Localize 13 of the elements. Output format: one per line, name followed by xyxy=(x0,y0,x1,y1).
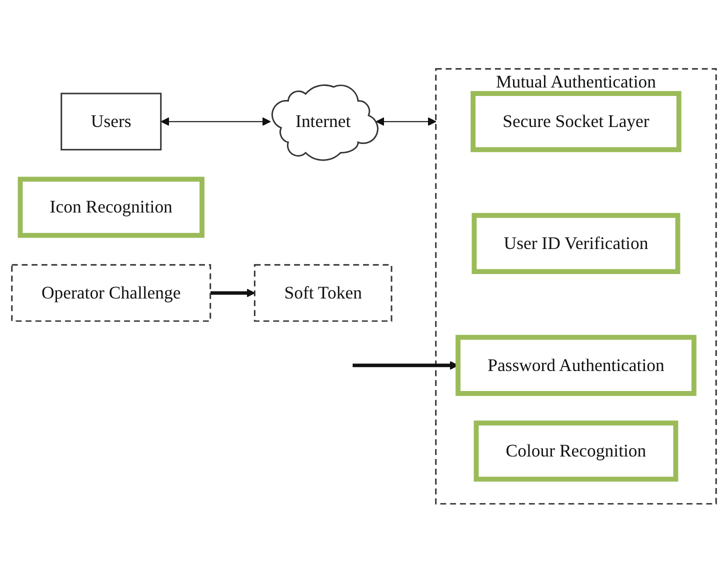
cluster xyxy=(435,68,717,505)
node-box xyxy=(456,335,696,396)
arrow xyxy=(160,117,271,126)
node-box xyxy=(60,92,162,151)
node-box xyxy=(474,420,678,482)
arrow xyxy=(376,117,436,126)
arrow xyxy=(210,288,256,298)
node-box xyxy=(254,264,392,322)
flowchart-diagram: Mutual Authentication Users Internet Secure Socket Layer User ID Verification Password Authentication Colour Recognition Icon Recognition Operator Challenge Soft Token xyxy=(4,61,724,512)
node-box xyxy=(470,91,682,152)
node-box xyxy=(18,176,204,238)
node-box xyxy=(11,264,212,322)
node-box xyxy=(472,213,680,274)
